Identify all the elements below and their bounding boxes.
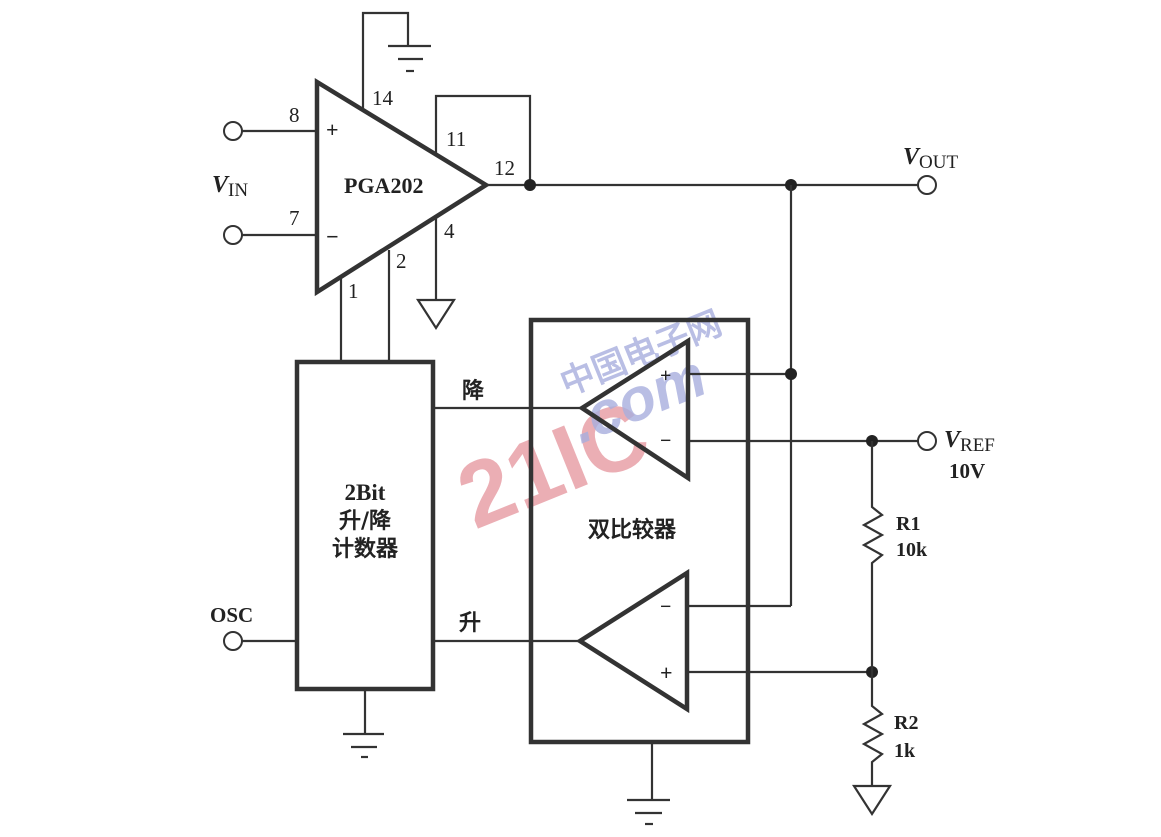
- vref-value: 10V: [949, 459, 985, 483]
- vin-minus-terminal: [223, 225, 243, 245]
- vin-plus-terminal: [223, 121, 243, 141]
- amplifier-name: PGA202: [344, 173, 423, 198]
- vout-terminal: [917, 175, 937, 195]
- counter-line3: 计数器: [332, 536, 399, 562]
- r1-name: R1: [896, 513, 920, 535]
- pin-12-label: 12: [494, 156, 515, 180]
- watermark: 21IC .com 中国电子网: [444, 303, 727, 548]
- comparator-bottom: [575, 568, 690, 714]
- pin-11-label: 11: [446, 127, 466, 151]
- pin-14-label: 14: [372, 86, 394, 110]
- pin-1-label: 1: [348, 279, 359, 303]
- pin-4-label: 4: [444, 219, 455, 243]
- r2-value: 1k: [894, 740, 916, 762]
- r1-value: 10k: [896, 539, 928, 561]
- comparator-top: [577, 336, 691, 483]
- vref-terminal: [917, 431, 937, 451]
- down-label: 降: [462, 379, 485, 404]
- ground-pin4-triangle: [415, 298, 457, 331]
- amplifier-triangle: [314, 77, 491, 297]
- comp-bottom-plus: +: [660, 660, 673, 685]
- junction-top-plus: [785, 368, 797, 380]
- vout-label: VOUT: [903, 144, 958, 173]
- amp-plus-sign: +: [326, 117, 339, 142]
- r2-name: R2: [894, 712, 918, 734]
- vref-label: VREF: [944, 427, 995, 456]
- wire-pin14: [361, 11, 410, 110]
- amp-minus-sign: −: [326, 224, 339, 249]
- up-label: 升: [459, 611, 481, 636]
- vin-label: VIN: [212, 172, 248, 201]
- resistor-r2: [861, 672, 885, 786]
- osc-terminal: [223, 631, 243, 651]
- comparator-title: 双比较器: [588, 517, 677, 543]
- pin-2-label: 2: [396, 249, 407, 273]
- pga202-amplifier: PGA202 + −: [314, 77, 491, 297]
- dual-comparator-block: [528, 317, 751, 745]
- pin-7-label: 7: [289, 206, 300, 230]
- junction-out: [524, 179, 536, 191]
- comp-top-minus: −: [660, 430, 671, 452]
- comp-bottom-minus: −: [660, 596, 671, 618]
- pin-8-label: 8: [289, 103, 300, 127]
- osc-label: OSC: [210, 603, 253, 627]
- comp-top-plus: +: [660, 365, 671, 387]
- counter-line1: 2Bit: [345, 480, 386, 505]
- ground-r2-triangle: [851, 784, 893, 817]
- wire-pin11-feedback: [434, 94, 532, 185]
- counter-line2: 升/降: [339, 509, 392, 534]
- resistor-r1: [861, 441, 885, 672]
